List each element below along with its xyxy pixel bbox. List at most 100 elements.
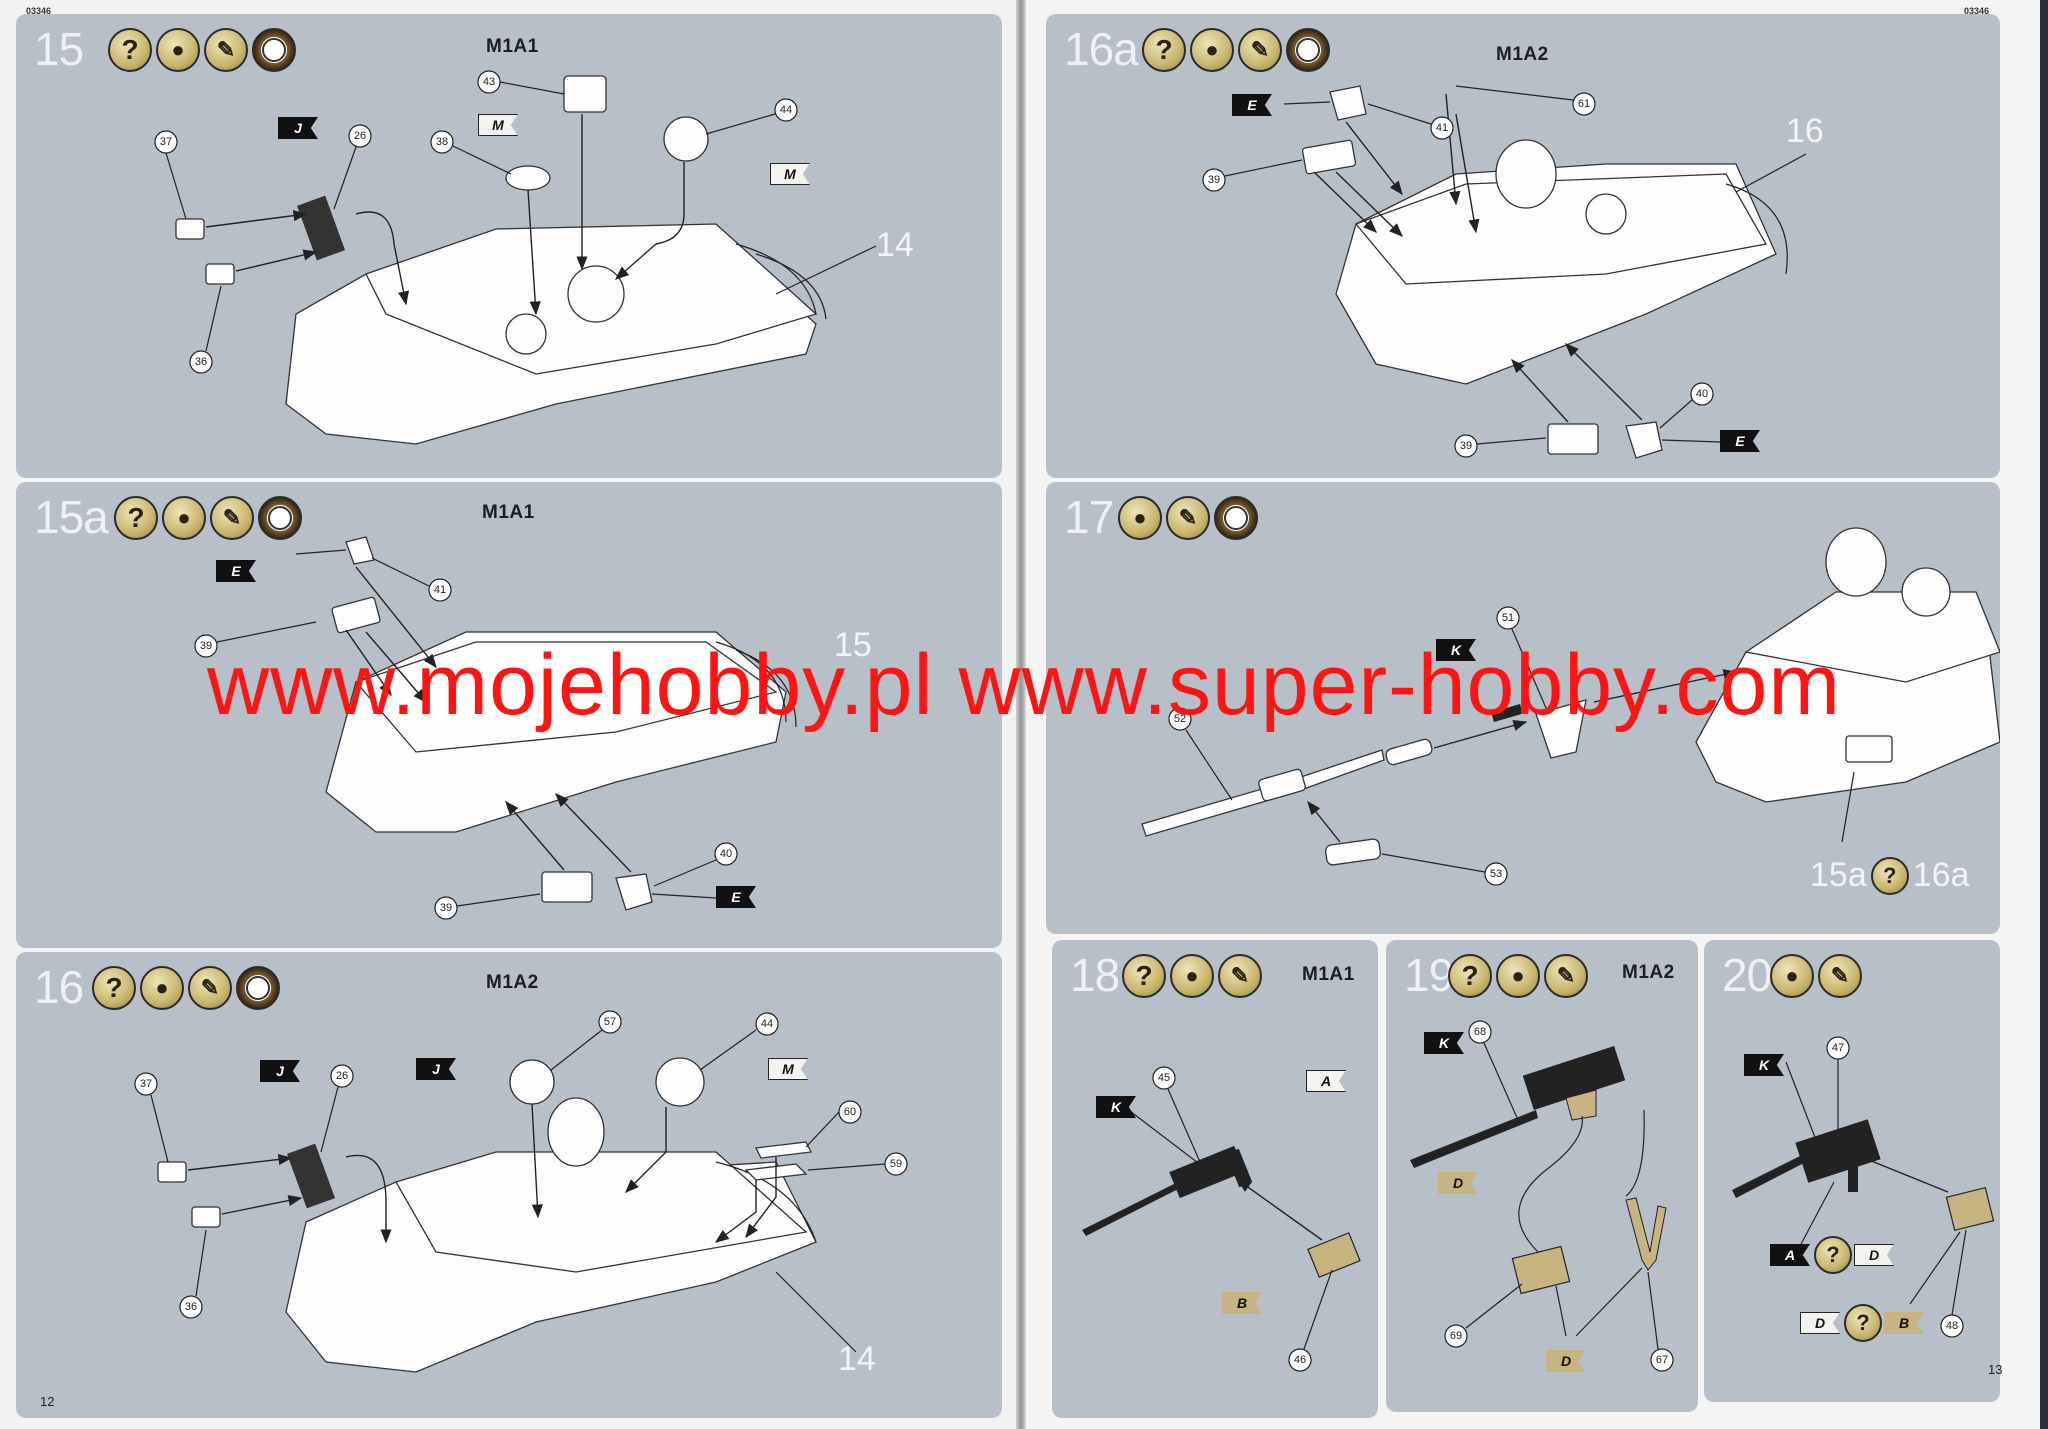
svg-text:41: 41	[1436, 122, 1448, 134]
decal-tag-k: K	[1096, 1096, 1136, 1118]
decal-tag-a: A	[1770, 1244, 1810, 1266]
svg-text:61: 61	[1578, 98, 1590, 110]
callouts: 37 26 36 43 38 44	[154, 70, 798, 374]
step-16-panel: 16 ? ● ✎ M1A2 14 37 26 36	[16, 952, 1002, 1418]
variant-label: M1A1	[1302, 964, 1355, 985]
glue-drop-icon: ●	[1770, 954, 1814, 998]
clock-icon	[258, 496, 302, 540]
reference-steps: 15a ? 16a	[1810, 856, 1969, 895]
svg-text:43: 43	[483, 76, 495, 88]
question-icon: ?	[1844, 1304, 1882, 1342]
step-icons: ? ● ✎	[1448, 954, 1588, 998]
step-15-illustration: 37 26 36 43 38 44	[154, 70, 877, 445]
svg-text:53: 53	[1490, 868, 1502, 880]
decal-tag-e: E	[716, 886, 756, 908]
svg-text:38: 38	[436, 136, 448, 148]
decal-tag-d: D	[1438, 1172, 1478, 1194]
book-spine	[1016, 0, 1026, 1429]
page-number-left: 12	[40, 1394, 55, 1409]
paint-brush-icon: ✎	[204, 28, 248, 72]
step-19-illustration: 68 69 67	[1410, 1020, 1674, 1372]
decal-tag-b: B	[1222, 1292, 1262, 1314]
glue-drop-icon: ●	[1496, 954, 1540, 998]
clock-icon	[1286, 28, 1330, 72]
step-20-panel: 20 ● ✎ 47 48 K A ? D D ? B	[1704, 940, 2000, 1402]
svg-text:39: 39	[200, 640, 212, 652]
svg-text:39: 39	[1460, 440, 1472, 452]
glue-drop-icon: ●	[1170, 954, 1214, 998]
part-label: 14	[838, 1340, 876, 1378]
decal-tag-d: D	[1546, 1350, 1586, 1372]
glue-drop-icon: ●	[156, 28, 200, 72]
decal-tag-k: K	[1424, 1032, 1464, 1054]
ref-step-left: 15a	[1810, 856, 1867, 894]
page-number-right: 13	[1988, 1362, 2003, 1377]
step-18-illustration: 45 46	[1082, 1066, 1361, 1372]
svg-text:37: 37	[160, 136, 172, 148]
step-number: 18	[1070, 949, 1120, 1001]
glue-drop-icon: ●	[1190, 28, 1234, 72]
svg-text:57: 57	[604, 1016, 616, 1028]
callouts: 37 26 36 57 44 60 59	[134, 1010, 908, 1319]
svg-text:36: 36	[195, 356, 207, 368]
step-number: 15	[34, 23, 84, 75]
step-number: 16	[34, 961, 84, 1013]
svg-text:39: 39	[440, 902, 452, 914]
question-icon: ?	[108, 28, 152, 72]
callouts: 51 52 53	[1168, 606, 1547, 886]
question-icon: ?	[92, 966, 136, 1010]
decal-tag-k: K	[1436, 639, 1476, 661]
step-18-panel: 18 ? ● ✎ M1A1 45 46 K A B	[1052, 940, 1378, 1418]
step-icons: ? ● ✎	[92, 966, 280, 1010]
decal-tag-e: E	[1720, 430, 1760, 452]
clock-icon	[1214, 496, 1258, 540]
svg-text:48: 48	[1946, 1320, 1958, 1332]
decal-tag-j: J	[278, 117, 318, 139]
step-number: 16a	[1064, 23, 1139, 75]
svg-text:40: 40	[1696, 388, 1708, 400]
part-label: 14	[876, 226, 914, 264]
ref-step-right: 16a	[1912, 856, 1970, 894]
question-icon: ?	[1814, 1236, 1852, 1274]
decal-tag-j: J	[416, 1058, 456, 1080]
paint-brush-icon: ✎	[1544, 954, 1588, 998]
step-16a-panel: 16a ? ● ✎ M1A2 16 61 41 39 39	[1046, 14, 2000, 478]
paint-brush-icon: ✎	[1166, 496, 1210, 540]
decal-tag-j: J	[260, 1060, 300, 1082]
step-icons: ? ● ✎	[1122, 954, 1262, 998]
variant-label: M1A2	[1496, 44, 1549, 65]
svg-text:51: 51	[1502, 612, 1514, 624]
svg-text:45: 45	[1158, 1072, 1170, 1084]
step-20-illustration: 47 48	[1732, 1036, 1995, 1338]
decal-tag-e: E	[1232, 94, 1272, 116]
step-17-panel: 17 ● ✎ 51 52 53 K 15a ? 16a	[1046, 482, 2000, 934]
part-label: 15	[834, 626, 872, 664]
step-icons: ● ✎	[1118, 496, 1258, 540]
callouts: 41 39 39 40	[194, 557, 738, 920]
paint-brush-icon: ✎	[1218, 954, 1262, 998]
paint-brush-icon: ✎	[1818, 954, 1862, 998]
question-icon: ?	[1870, 856, 1909, 895]
decal-tag-k: K	[1744, 1054, 1784, 1076]
variant-label: M1A2	[1622, 962, 1675, 983]
step-19-panel: 19 ? ● ✎ M1A2 68 69 67 K D D	[1386, 940, 1698, 1412]
svg-text:68: 68	[1474, 1026, 1486, 1038]
watermark-text: www.mojehobby.pl www.super-hobby.com	[206, 637, 1842, 733]
step-number: 17	[1064, 491, 1114, 543]
paint-brush-icon: ✎	[1238, 28, 1282, 72]
svg-text:37: 37	[140, 1078, 152, 1090]
paint-brush-icon: ✎	[188, 966, 232, 1010]
svg-text:60: 60	[844, 1106, 856, 1118]
decal-tag-b: B	[1884, 1312, 1924, 1334]
doc-code-right: 03346	[1964, 6, 1990, 16]
step-15a-panel: 15a ? ● ✎ M1A1 15 41 39 39 40 E	[16, 482, 1002, 948]
svg-text:36: 36	[185, 1301, 197, 1313]
decal-tag-e: E	[216, 560, 256, 582]
glue-drop-icon: ●	[140, 966, 184, 1010]
svg-text:67: 67	[1656, 1354, 1668, 1366]
step-16-illustration: 37 26 36 57 44 60 59	[134, 1010, 908, 1373]
step-icons: ? ● ✎	[108, 28, 296, 72]
clock-icon	[252, 28, 296, 72]
step-icons: ? ● ✎	[114, 496, 302, 540]
clock-icon	[236, 966, 280, 1010]
